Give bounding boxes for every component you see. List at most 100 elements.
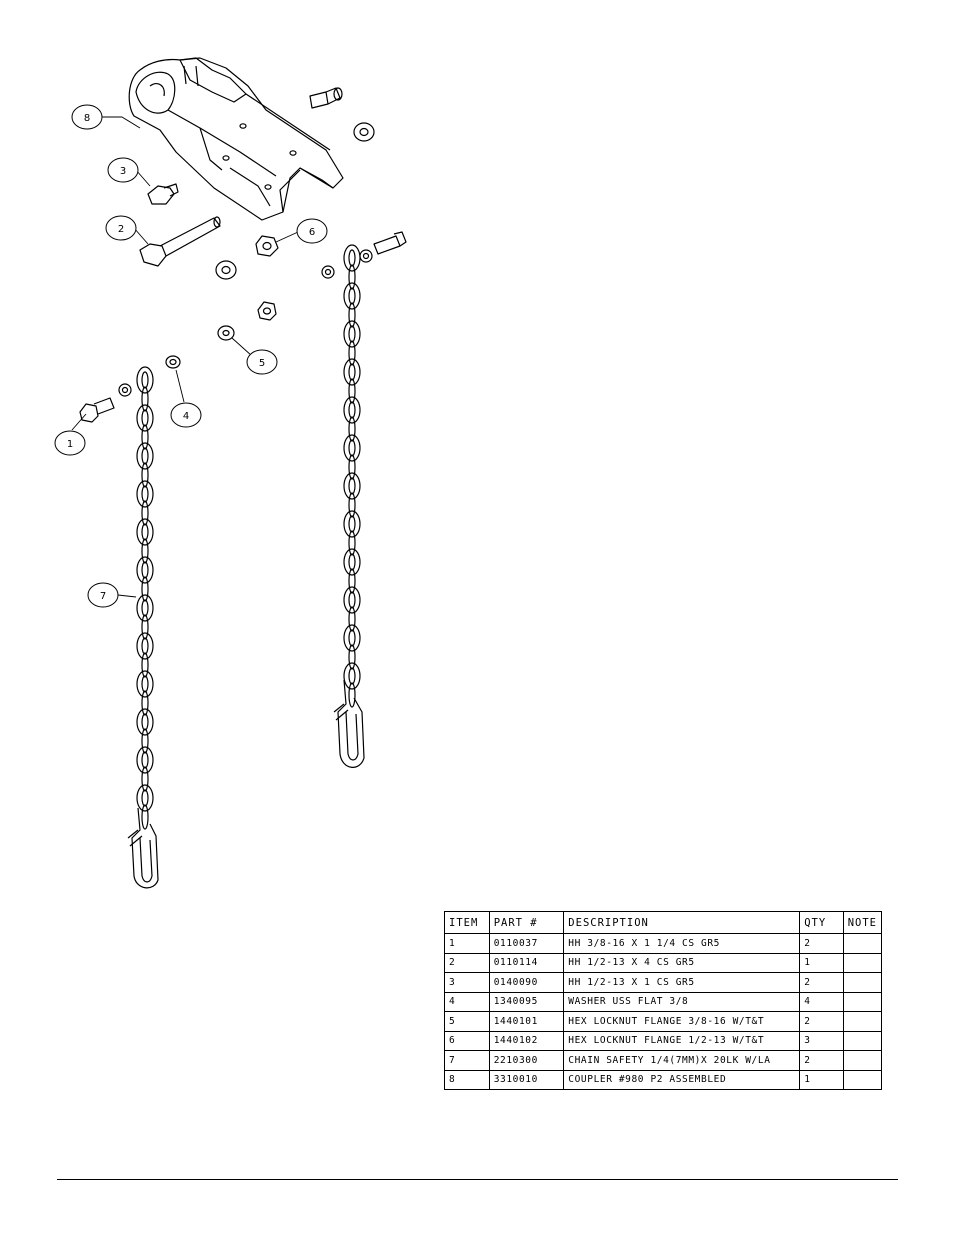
cell-part-number: 0110037 <box>488 933 565 954</box>
callout-8: 8 <box>71 104 103 130</box>
svg-text:2: 2 <box>118 224 124 235</box>
cell-part-number: 1440101 <box>488 1011 565 1032</box>
callout-5: 5 <box>246 349 278 375</box>
locknut-middle <box>257 301 277 321</box>
callout-1: 1 <box>54 430 86 456</box>
chain-link <box>343 358 361 386</box>
table-row: 5 1440101 HEX LOCKNUT FLANGE 3/8-16 W/T&… <box>444 1011 883 1032</box>
chain-link <box>348 416 356 442</box>
svg-text:4: 4 <box>183 411 189 422</box>
washer-right-chain <box>321 249 373 279</box>
header-note: NOTE <box>842 911 883 934</box>
bolt-item-1 <box>79 397 115 423</box>
chain-hook-right <box>333 679 365 768</box>
table-row: 3 0140090 HH 1/2-13 X 1 CS GR5 2 <box>444 972 883 993</box>
svg-text:6: 6 <box>309 227 315 238</box>
cell-qty: 4 <box>799 991 844 1012</box>
table-row: 6 1440102 HEX LOCKNUT FLANGE 1/2-13 W/T&… <box>444 1030 883 1051</box>
chain-link <box>343 624 361 652</box>
chain-link <box>141 728 149 754</box>
chain-link <box>343 662 361 690</box>
safety-chain-left <box>136 366 154 830</box>
leader-lines <box>71 116 299 598</box>
washer-item-4 <box>165 355 181 369</box>
locknut-left <box>215 260 237 280</box>
chain-link <box>343 510 361 538</box>
chain-link-inner <box>348 325 356 343</box>
locknut-item-5 <box>217 325 235 341</box>
cell-part-number: 0140090 <box>488 972 565 993</box>
cell-part-number: 2210300 <box>488 1050 565 1071</box>
cell-item: 5 <box>444 1011 490 1032</box>
chain-link <box>136 518 154 546</box>
chain-link <box>343 282 361 310</box>
chain-link <box>348 302 356 328</box>
chain-link <box>141 386 149 412</box>
chain-link <box>343 244 361 272</box>
chain-link <box>343 586 361 614</box>
bolt-item-2 <box>139 216 221 267</box>
chain-link-inner <box>141 447 149 465</box>
cell-note <box>842 991 883 1012</box>
cell-note <box>842 1069 883 1090</box>
cell-description: HH 1/2-13 X 1 CS GR5 <box>563 972 801 993</box>
chain-link-inner <box>348 439 356 457</box>
cell-item: 6 <box>444 1030 490 1051</box>
header-item: ITEM <box>444 911 490 934</box>
cell-part-number: 1440102 <box>488 1030 565 1051</box>
safety-chain-right <box>343 244 361 708</box>
chain-link-inner <box>141 713 149 731</box>
callout-7: 7 <box>87 582 119 608</box>
svg-text:3: 3 <box>120 166 126 177</box>
chain-link-inner <box>141 371 149 389</box>
footer-rule <box>57 1179 898 1180</box>
chain-link <box>141 462 149 488</box>
cell-description: HEX LOCKNUT FLANGE 1/2-13 W/T&T <box>563 1030 801 1051</box>
chain-link-inner <box>141 409 149 427</box>
cell-item: 7 <box>444 1050 490 1071</box>
cell-description: CHAIN SAFETY 1/4(7MM)X 20LK W/LA <box>563 1050 801 1071</box>
chain-link-inner <box>348 249 356 267</box>
chain-link <box>141 538 149 564</box>
chain-link <box>348 378 356 404</box>
header-qty: QTY <box>799 911 844 934</box>
chain-link-inner <box>348 629 356 647</box>
chain-link <box>348 606 356 632</box>
chain-link <box>343 472 361 500</box>
chain-link <box>136 366 154 394</box>
washer-left-chain <box>118 383 132 397</box>
chain-link <box>348 568 356 594</box>
chain-link <box>141 652 149 678</box>
cell-description: HEX LOCKNUT FLANGE 3/8-16 W/T&T <box>563 1011 801 1032</box>
chain-link-inner <box>348 553 356 571</box>
chain-link-inner <box>141 523 149 541</box>
chain-link <box>348 682 356 708</box>
cell-description: COUPLER #980 P2 ASSEMBLED <box>563 1069 801 1090</box>
chain-link <box>348 530 356 556</box>
callout-2: 2 <box>105 215 137 241</box>
chain-link-inner <box>348 401 356 419</box>
chain-link <box>343 434 361 462</box>
table-row: 4 1340095 WASHER USS FLAT 3/8 4 <box>444 991 883 1012</box>
chain-link <box>141 576 149 602</box>
chain-link-inner <box>348 667 356 685</box>
chain-link <box>141 690 149 716</box>
cell-description: HH 3/8-16 X 1 1/4 CS GR5 <box>563 933 801 954</box>
bolt-right-chain <box>373 231 407 255</box>
cell-note <box>842 933 883 954</box>
bolt-item-3 <box>147 183 179 205</box>
svg-text:8: 8 <box>84 113 90 124</box>
chain-link <box>343 396 361 424</box>
chain-link <box>348 492 356 518</box>
chain-link-inner <box>141 789 149 807</box>
chain-link-inner <box>141 599 149 617</box>
chain-link <box>136 556 154 584</box>
parts-list-table: ITEM PART # DESCRIPTION QTY NOTE 1 01100… <box>444 911 883 1090</box>
chain-link <box>348 644 356 670</box>
chain-link <box>136 594 154 622</box>
chain-link-inner <box>141 561 149 579</box>
chain-link-inner <box>141 751 149 769</box>
cell-qty: 2 <box>799 972 844 993</box>
table-row: 8 3310010 COUPLER #980 P2 ASSEMBLED 1 <box>444 1069 883 1090</box>
cell-qty: 2 <box>799 1050 844 1071</box>
